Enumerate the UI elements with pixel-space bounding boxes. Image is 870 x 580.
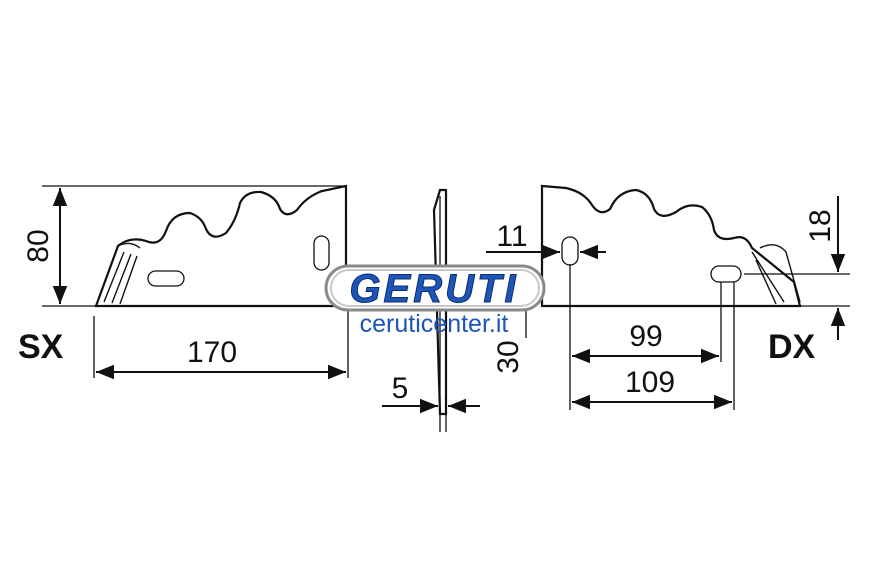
side-label-sx: SX [18, 328, 64, 366]
dimension-hole-height: 18 [744, 196, 850, 340]
dim-label-11: 11 [496, 220, 527, 253]
watermark-brand: GERUTI [349, 267, 518, 311]
right-blade-part [540, 184, 802, 308]
dimension-hole-distances: 99 109 [569, 264, 735, 410]
dimension-height-left: 80 [22, 185, 346, 307]
dim-label-5: 5 [392, 372, 409, 405]
dimension-hole-width: 11 [486, 220, 606, 260]
dim-label-18: 18 [804, 209, 837, 242]
watermark-logo: GERUTI ceruticenter.it [324, 264, 546, 338]
side-label-dx: DX [768, 328, 816, 366]
dim-label-109: 109 [625, 366, 675, 399]
dim-label-30: 30 [492, 340, 525, 373]
left-blade-part [94, 184, 348, 308]
watermark-url: ceruticenter.it [360, 310, 509, 338]
dim-label-80: 80 [22, 229, 55, 262]
dim-label-170: 170 [187, 336, 237, 369]
dim-label-99: 99 [629, 320, 662, 353]
dimension-length-left: 170 [93, 310, 349, 380]
